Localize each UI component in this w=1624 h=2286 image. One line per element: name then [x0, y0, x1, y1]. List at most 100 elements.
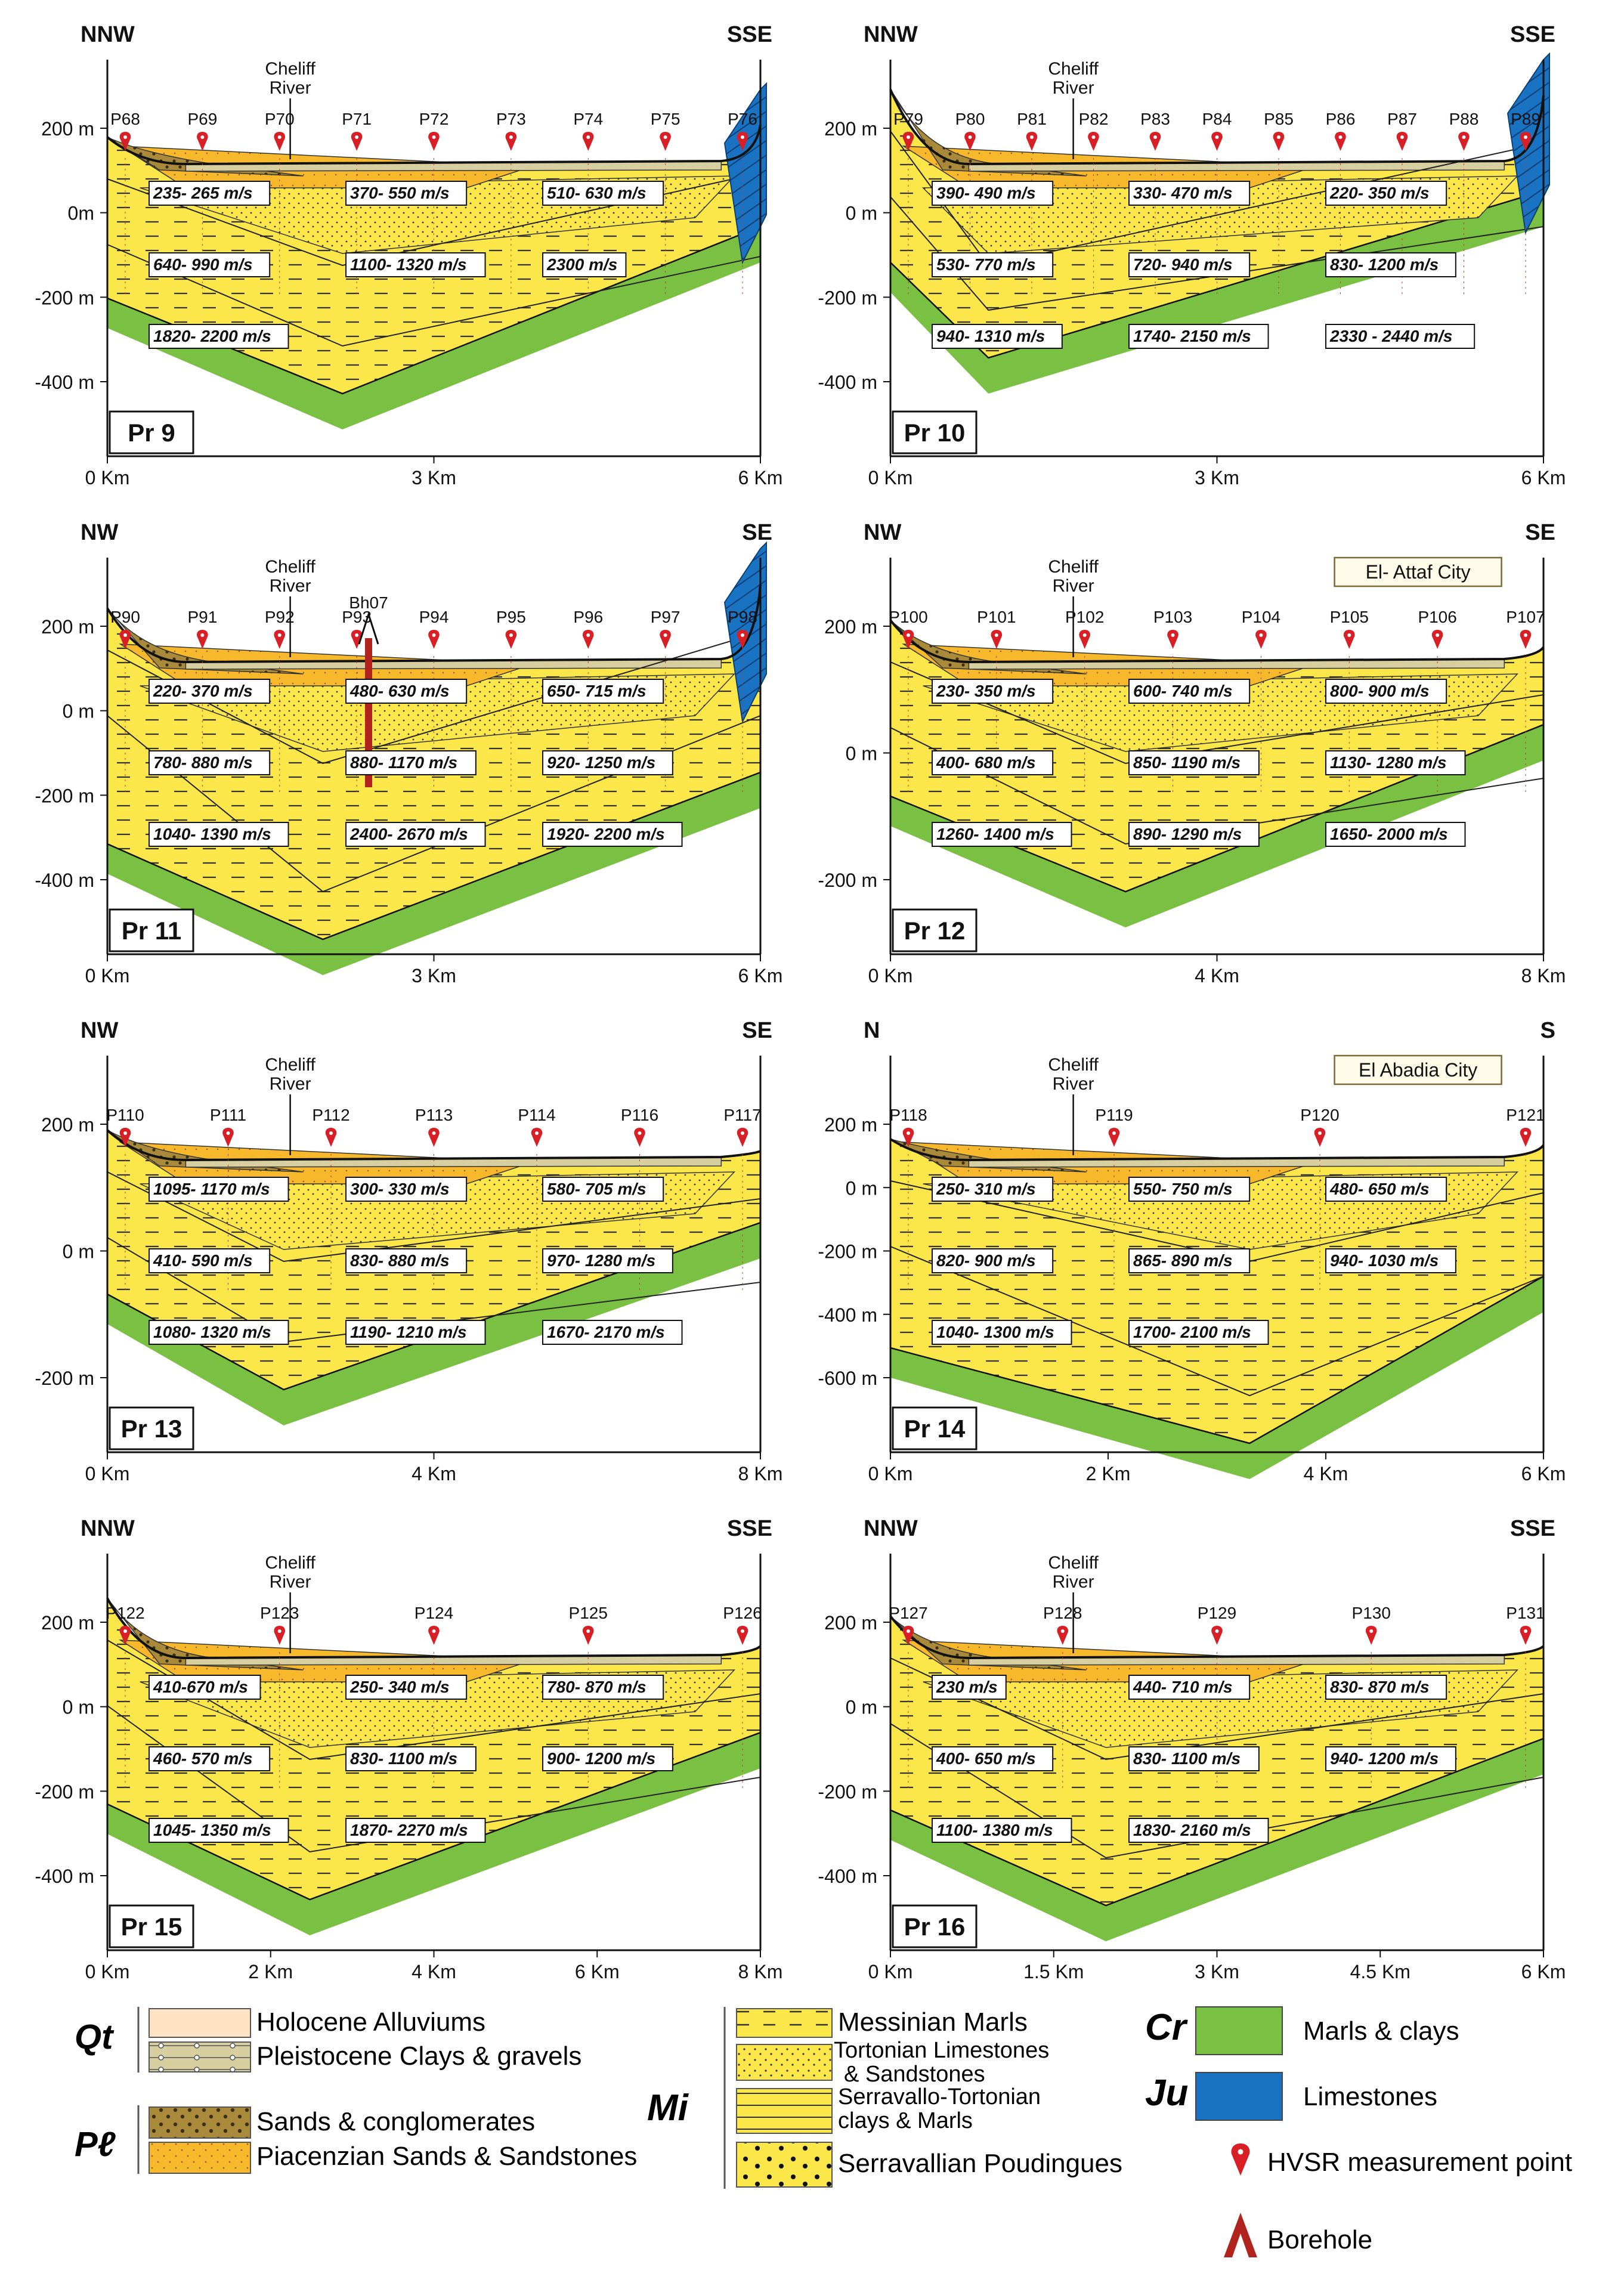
ground-surface: [889, 89, 1545, 166]
hvsr-marker-icon: [1431, 630, 1443, 649]
velocity-box: [345, 1746, 477, 1771]
velocity-box: [149, 1675, 261, 1700]
x-tick-label: 4.5 Km: [1350, 1961, 1410, 1982]
velocity-box: [932, 822, 1072, 847]
velocity-label: 1870- 2270 m/s: [350, 1821, 468, 1839]
hvsr-point-label: P112: [312, 1106, 349, 1124]
legend-swatch-tortonian: [736, 2044, 833, 2081]
hvsr-marker-icon: [222, 1128, 234, 1147]
hvsr-marker-icon: [428, 132, 440, 151]
velocity-label: 530- 770 m/s: [936, 255, 1036, 274]
hvsr-marker-icon: [1343, 630, 1355, 649]
profile-id-label: Pr 16: [904, 1913, 966, 1941]
hvsr-point-label: P121: [1506, 1106, 1545, 1124]
hvsr-marker-icon: [428, 1626, 440, 1645]
hvsr-point-label: P120: [1300, 1106, 1339, 1124]
x-tick-label: 8 Km: [738, 1961, 783, 1982]
legend-poudingues-label: Serravallian Poudingues: [838, 2149, 1122, 2178]
velocity-box: [932, 1320, 1072, 1345]
velocity-label: 940- 1030 m/s: [1330, 1251, 1439, 1270]
x-tick-label: 8 Km: [1521, 965, 1566, 986]
velocity-label: 1045- 1350 m/s: [153, 1821, 271, 1839]
city-box: [1334, 556, 1502, 587]
profile-id-box: [109, 908, 194, 952]
hvsr-marker-icon: [531, 1128, 543, 1147]
river-label: Cheliff: [265, 1055, 315, 1075]
hvsr-point-label: P100: [889, 608, 927, 626]
velocity-box: [1325, 324, 1475, 349]
velocity-label: 400- 680 m/s: [936, 753, 1036, 772]
hvsr-marker-icon: [1079, 630, 1091, 649]
velocity-label: 235- 265 m/s: [153, 184, 253, 202]
hvsr-point-label: P68: [110, 110, 140, 128]
hvsr-marker-icon: [1396, 132, 1408, 151]
river-label: River: [270, 1572, 311, 1592]
hvsr-marker-icon: [505, 630, 517, 649]
y-tick-label: -200 m: [818, 870, 877, 891]
x-tick-label: 0 Km: [85, 467, 130, 488]
velocity-label: 800- 900 m/s: [1330, 682, 1430, 700]
velocity-box: [1128, 181, 1251, 206]
velocity-box: [542, 822, 683, 847]
velocity-box: [345, 750, 477, 775]
hvsr-marker-icon: [902, 132, 914, 151]
velocity-box: [149, 822, 289, 847]
velocity-label: 920- 1250 m/s: [547, 753, 655, 772]
city-box: [1334, 1054, 1502, 1085]
hvsr-point-label: P80: [955, 110, 985, 128]
velocity-label: 1820- 2200 m/s: [153, 327, 271, 345]
direction-left-label: N: [864, 1018, 880, 1043]
hvsr-marker-icon: [1273, 132, 1285, 151]
x-tick-label: 4 Km: [412, 1463, 456, 1484]
hvsr-marker-icon: [1365, 1626, 1377, 1645]
y-tick-label: -400 m: [818, 372, 877, 393]
profile-id-label: Pr 15: [121, 1913, 182, 1941]
hvsr-marker-icon: [737, 630, 748, 649]
velocity-box: [932, 1818, 1072, 1843]
legend-svg: Qt Holocene Alluviums Pleistocene Clays …: [75, 2006, 1572, 2257]
velocity-box: [1325, 679, 1447, 704]
velocity-label: 1100- 1380 m/s: [936, 1821, 1053, 1839]
borehole-icon: [365, 638, 372, 787]
velocity-box: [149, 750, 271, 775]
velocity-label: 830- 880 m/s: [350, 1251, 450, 1270]
x-tick-label: 8 Km: [738, 1463, 783, 1484]
velocity-label: 510- 630 m/s: [547, 184, 646, 202]
y-tick-label: -400 m: [35, 372, 94, 393]
legend-hvsr-label: HVSR measurement point: [1267, 2148, 1572, 2177]
legend-pl-code: Pℓ: [75, 2125, 116, 2164]
y-tick-label: -200 m: [35, 1368, 94, 1389]
hvsr-point-label: P116: [621, 1106, 658, 1124]
hvsr-point-label: P118: [889, 1106, 927, 1124]
legend-swatch-holocene: [149, 2008, 251, 2038]
y-tick-label: -600 m: [818, 1368, 877, 1389]
hvsr-marker-icon: [582, 1626, 594, 1645]
x-tick-label: 6 Km: [1521, 1463, 1566, 1484]
y-tick-label: 200 m: [824, 118, 877, 140]
velocity-box: [345, 1320, 486, 1345]
profile-id-box: [892, 908, 978, 952]
x-tick-label: 0 Km: [868, 965, 913, 986]
y-tick-label: 0 m: [63, 701, 94, 722]
velocity-box: [345, 679, 468, 704]
legend-swatch-pleistocene: [149, 2041, 251, 2072]
velocity-box: [1128, 1746, 1260, 1771]
hvsr-point-label: P130: [1352, 1604, 1391, 1622]
profile-id-box: [892, 1904, 978, 1948]
hvsr-marker-icon: [660, 132, 671, 151]
cretaceous-layer: [107, 1733, 760, 1935]
ground-surface: [106, 125, 762, 166]
hvsr-marker-icon: [737, 132, 748, 151]
legend-marls-clays-label: Marls & clays: [1303, 2016, 1459, 2046]
profile-id-label: Pr 11: [122, 917, 181, 945]
hvsr-marker-icon: [274, 132, 286, 151]
direction-right-label: SE: [742, 520, 772, 545]
y-tick-label: 0 m: [846, 1697, 877, 1718]
direction-right-label: SSE: [727, 1516, 772, 1541]
hvsr-point-label: P127: [889, 1604, 927, 1622]
velocity-label: 460- 570 m/s: [153, 1749, 253, 1768]
